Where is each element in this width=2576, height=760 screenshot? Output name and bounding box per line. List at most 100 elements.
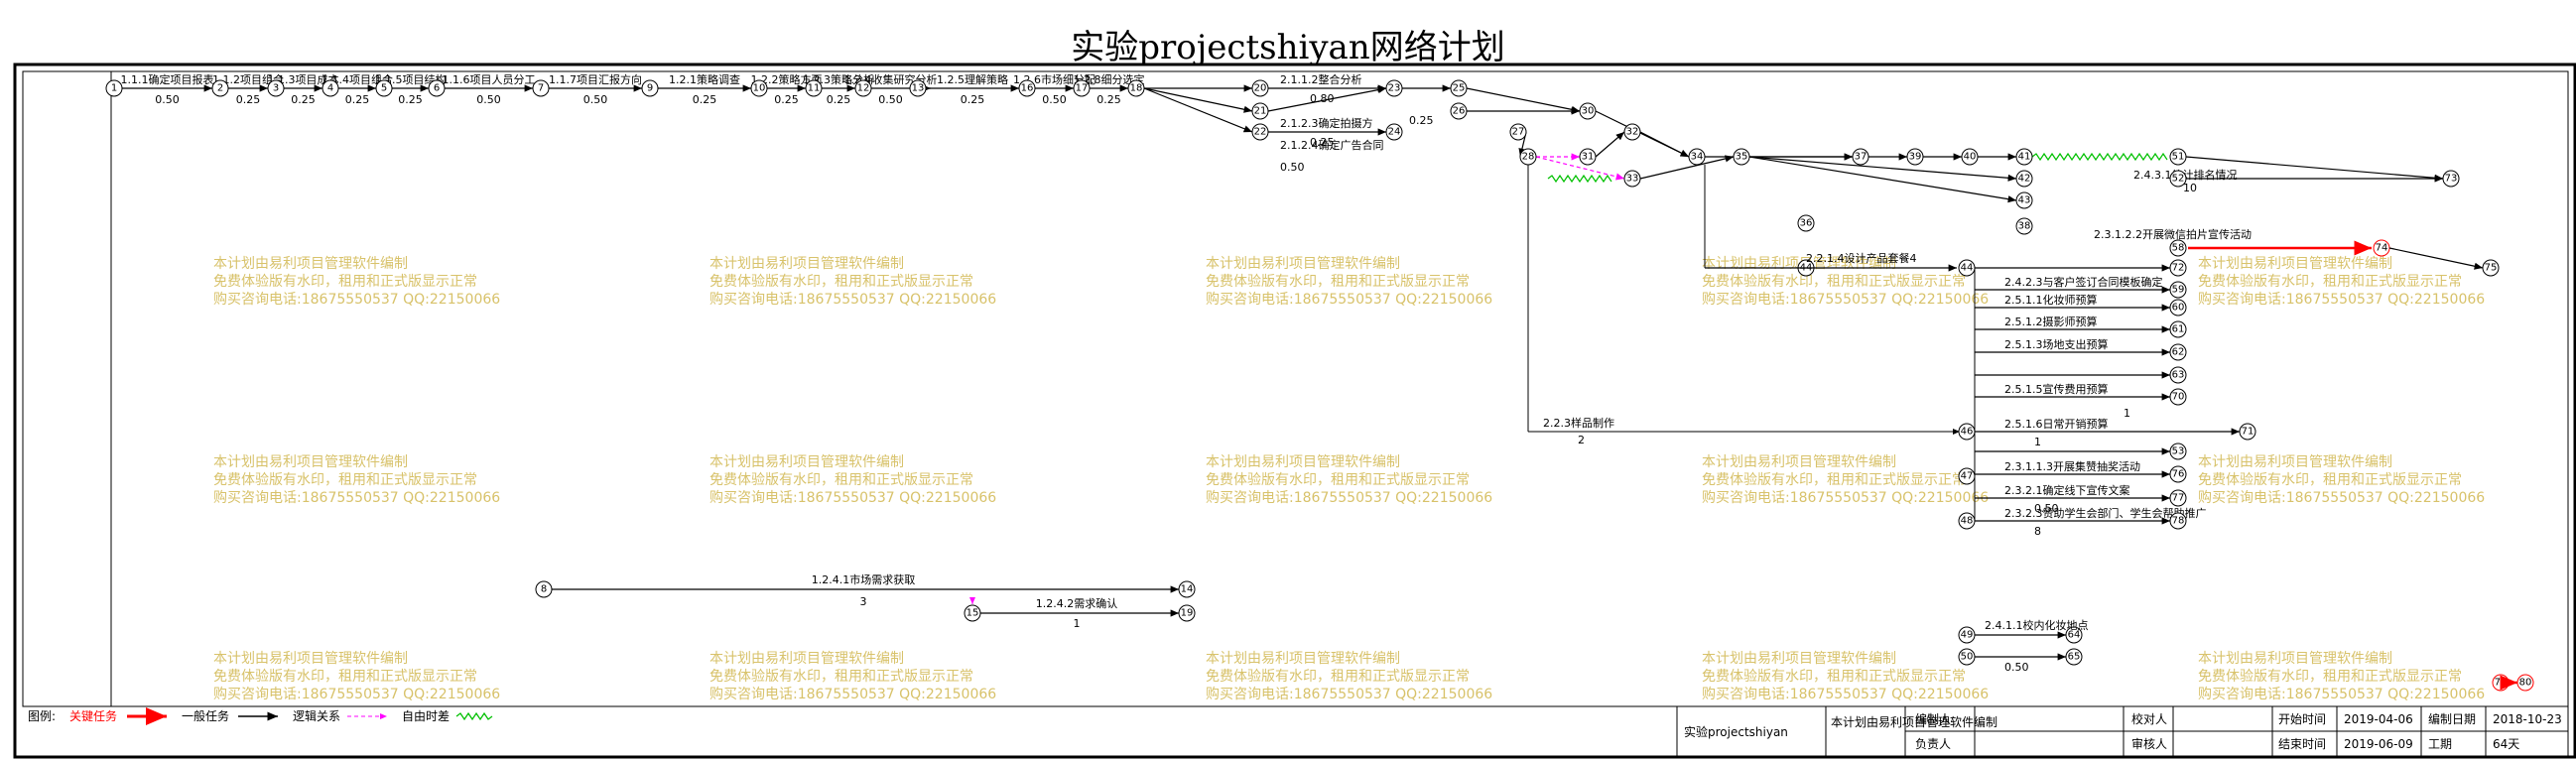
task-duration: 0.25 [291, 93, 316, 106]
info-reviewer-label: 审核人 [2131, 736, 2167, 751]
node-circle [1450, 102, 1468, 120]
float-line [1547, 174, 1612, 184]
task-duration: 0.50 [583, 93, 608, 106]
info-start-label: 开始时间 [2278, 712, 2326, 726]
node-circle [2169, 489, 2187, 507]
node-circle [2169, 388, 2187, 406]
task-label: 2.3.2.3赞助学生会部门、学生会帮助推广 [2004, 506, 2206, 520]
task-duration: 0.25 [236, 93, 261, 106]
node-number: 77 [2172, 493, 2185, 504]
watermark-text: 购买咨询电话:18675550537 QQ:22150066 [213, 490, 500, 506]
watermark-text: 免费体验版有水印，租用和正式版显示正常 [213, 669, 477, 685]
task-label: 1.1.5项目结构 [375, 72, 447, 86]
legend: 图例: 关键任务 一般任务 逻辑关系 自由时差 [23, 705, 1677, 725]
legend-critical-label: 关键任务 [69, 708, 117, 723]
node-number: 7 [538, 83, 544, 94]
node-circle [750, 79, 768, 97]
task-label: 1.1.1确定项目报表 [121, 72, 214, 86]
task-label: 1.2.4.2需求确认 [1036, 597, 1117, 610]
legend-normal-label: 一般任务 [182, 708, 229, 723]
node-number: 8 [541, 584, 547, 595]
node-circle [1733, 148, 1750, 166]
main-path: 1.1.1确定项目报表0.501.1.2项目组合0.251.1.3项目成本0.2… [105, 72, 1145, 106]
node-circle [2169, 299, 2187, 317]
watermark-text: 购买咨询电话:18675550537 QQ:22150066 [2198, 292, 2485, 308]
task-label: 2.4.2.3与客户签订合同模板确定 [2004, 275, 2162, 289]
task-label: 2.1.2.4确定广告合同 [1280, 138, 1383, 152]
node-number: 63 [2172, 370, 2185, 381]
node-circle [909, 79, 927, 97]
node-number: 13 [912, 83, 925, 94]
task-arrow [1639, 155, 1735, 180]
node-circle [2169, 512, 2187, 530]
task-label: 1.1.7项目汇报方向 [549, 72, 642, 86]
watermark-text: 本计划由易利项目管理软件编制 [709, 454, 904, 470]
task-duration: 0.50 [2004, 661, 2029, 674]
task-duration: 0.50 [878, 93, 903, 106]
node-number: 27 [1512, 127, 1525, 138]
task-label: 2.1.1.2整合分析 [1280, 72, 1361, 86]
task-duration: 1 [2124, 407, 2130, 420]
watermark-text: 本计划由易利项目管理软件编制 [709, 651, 904, 667]
page-title: 实验projectshiyan网络计划 [1071, 28, 1505, 67]
node-number: 43 [2018, 195, 2031, 206]
node-number: 51 [2172, 152, 2185, 163]
info-duration-label: 工期 [2428, 737, 2452, 751]
node-number: 24 [1388, 127, 1401, 138]
node-circle [322, 79, 339, 97]
node-circle [1852, 148, 1869, 166]
node-number: 38 [2018, 221, 2031, 232]
task-duration: 0.80 [1310, 92, 1335, 105]
task-arrow [1143, 87, 1253, 113]
node-circle [428, 79, 446, 97]
watermark-text: 免费体验版有水印，租用和正式版显示正常 [1206, 472, 1470, 488]
node-circle [1509, 123, 1527, 141]
watermark-text: 本计划由易利项目管理软件编制 [213, 256, 408, 272]
task-duration: 0.25 [827, 93, 851, 106]
info-proofreader-label: 校对人 [2131, 711, 2167, 726]
info-table: 实验projectshiyan 本计划由易利项目管理软件编制 编制人 负责人 校… [1676, 705, 2569, 758]
watermark-text: 购买咨询电话:18675550537 QQ:22150066 [2198, 687, 2485, 702]
node-circle [1958, 423, 1976, 441]
task-label: 1.2.5理解策略 [937, 72, 1008, 86]
task-label: 1.2.8细分选定 [1074, 72, 1145, 86]
node-number: 61 [2172, 324, 2185, 335]
node-number: 80 [2519, 678, 2532, 689]
watermark-text: 购买咨询电话:18675550537 QQ:22150066 [709, 292, 996, 308]
watermark-text: 本计划由易利项目管理软件编制 [1206, 454, 1400, 470]
info-note: 本计划由易利项目管理软件编制 [1831, 714, 1997, 729]
task-arrow [1748, 156, 2017, 182]
node-number: 79 [2495, 678, 2508, 689]
watermark-text: 本计划由易利项目管理软件编制 [213, 651, 408, 667]
task-label: 2.2.1.4设计产品套餐4 [1806, 251, 1916, 265]
watermark-text: 购买咨询电话:18675550537 QQ:22150066 [1206, 490, 1492, 506]
task-arrow [1748, 156, 2017, 203]
watermark-text: 购买咨询电话:18675550537 QQ:22150066 [213, 687, 500, 702]
watermark-text: 本计划由易利项目管理软件编制 [1206, 651, 1400, 667]
node-circle [1688, 148, 1706, 166]
node-number: 72 [2172, 263, 2185, 274]
node-circle [1579, 102, 1597, 120]
task-label: 2.5.1.3场地支出预算 [2004, 337, 2108, 351]
node-number: 5 [381, 83, 387, 94]
task-label: 1.2.4.1市场需求获取 [812, 572, 915, 586]
node-number: 48 [1961, 516, 1974, 527]
node-circle [1797, 214, 1815, 232]
node-circle [2015, 170, 2033, 188]
node-circle [2442, 170, 2460, 188]
node-number: 3 [273, 83, 279, 94]
node-number: 41 [2018, 152, 2031, 163]
info-made-date-label: 编制日期 [2428, 711, 2476, 726]
node-circle [805, 79, 823, 97]
watermark-text: 免费体验版有水印，租用和正式版显示正常 [709, 669, 973, 685]
node-number: 12 [857, 83, 870, 94]
watermark-layer: 本计划由易利项目管理软件编制免费体验版有水印，租用和正式版显示正常购买咨询电话:… [213, 256, 2485, 702]
watermark-text: 免费体验版有水印，租用和正式版显示正常 [2198, 669, 2462, 685]
node-number: 14 [1181, 584, 1194, 595]
node-number: 28 [1522, 152, 1535, 163]
node-number: 50 [1961, 652, 1974, 663]
task-duration: 0.25 [398, 93, 423, 106]
task-duration: 0.25 [693, 93, 717, 106]
